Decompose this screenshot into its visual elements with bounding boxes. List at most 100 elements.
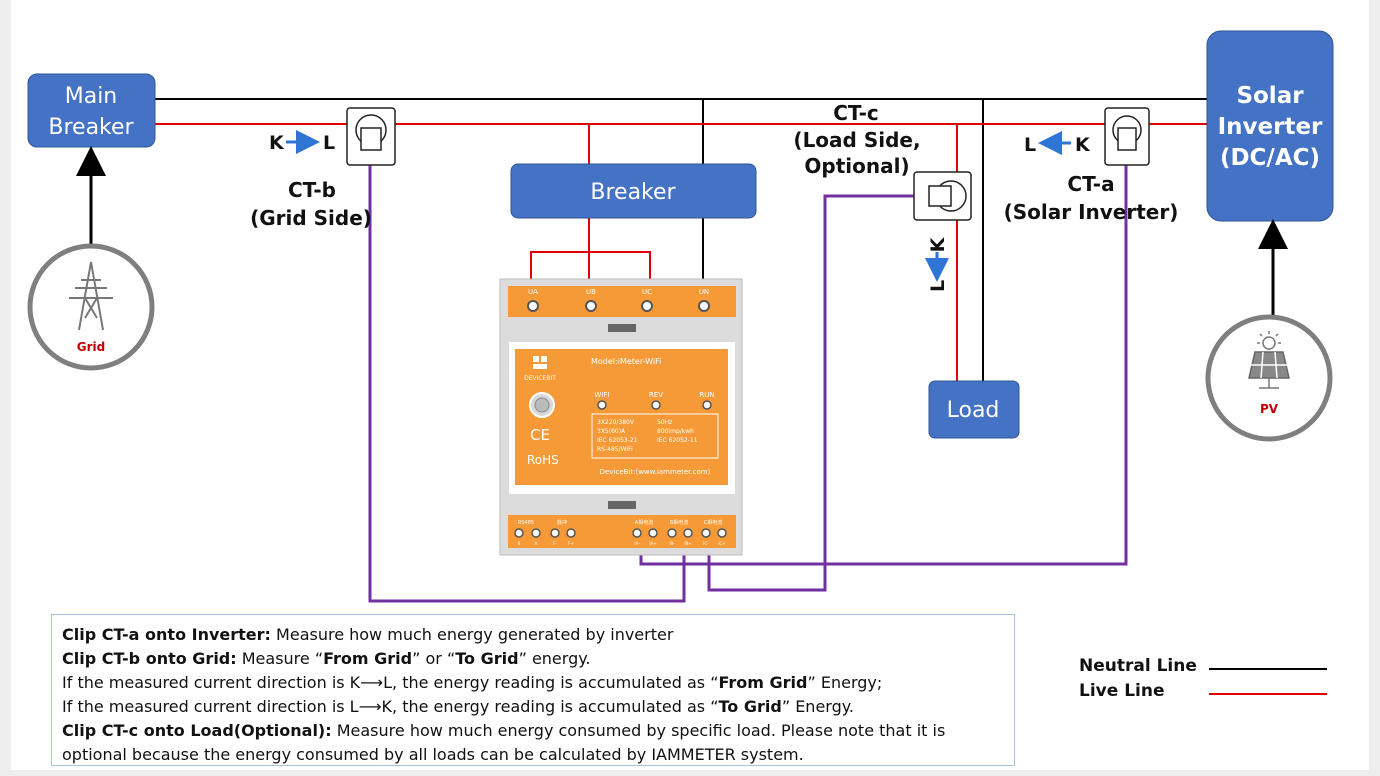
terminal-uc	[641, 300, 653, 312]
instructions-panel: Clip CT-a onto Inverter: Measure how muc…	[51, 614, 1015, 766]
solar-inverter-box: Solar Inverter (DC/AC)	[1206, 30, 1334, 222]
terminal-un	[698, 300, 710, 312]
ct-c-subtitle-1: (Load Side,	[793, 128, 920, 152]
pin-ib-minus-label: IB-	[669, 541, 675, 546]
meter-brand: DEVICEBIT	[524, 375, 556, 382]
solar-inverter-label-2: Inverter	[1218, 114, 1323, 140]
energy-meter: UA UB UC UN DEVICEBIT Model:iMeter-WiFi …	[499, 278, 743, 556]
ct-c-clamp	[913, 171, 972, 221]
ct-a-clamp	[1104, 107, 1150, 166]
led-run	[702, 400, 712, 410]
note-line-3: If the measured current direction is K⟶L…	[62, 673, 883, 692]
pin-f-plus-label: F+	[568, 541, 574, 546]
ct-b-clamp	[346, 107, 396, 166]
ct-a-dir-to: L	[1024, 134, 1036, 156]
terminal-uc-label: UC	[642, 288, 652, 296]
main-breaker-label-2: Breaker	[48, 115, 134, 140]
spec-voltage: 3X220/380V	[597, 419, 635, 426]
transmission-tower-icon	[69, 261, 113, 331]
pv-label: PV	[1260, 402, 1279, 416]
legend-live: Live Line	[1079, 681, 1339, 706]
load-box: Load	[928, 380, 1020, 439]
solar-inverter-label-1: Solar	[1236, 83, 1304, 109]
meter-website: DeviceBit:(www.iammeter.com)	[600, 468, 711, 476]
spec-current: 3X5(60)A	[597, 428, 626, 435]
spec-iec-1: IEC 62053-21	[597, 437, 638, 444]
pv-source: PV	[1205, 314, 1333, 442]
main-breaker-label-1: Main	[65, 84, 118, 109]
note-line-2: Clip CT-b onto Grid: Measure “From Grid”…	[62, 649, 591, 668]
pin-ib-plus	[683, 528, 693, 538]
pin-ic-minus	[701, 528, 711, 538]
ct-c-title: CT-c	[833, 101, 879, 125]
terminal-ua	[527, 300, 539, 312]
pin-ia-minus	[632, 528, 642, 538]
ct-b-title: CT-b	[288, 178, 336, 202]
pin-a	[531, 528, 541, 538]
live-wires	[155, 123, 1207, 381]
ct-b-dir-from: K	[269, 132, 285, 154]
pin-ic-plus	[717, 528, 727, 538]
spec-frequency: 50Hz	[657, 419, 672, 426]
solar-panel-icon	[1248, 331, 1290, 389]
meter-model: Model:iMeter-WiFi	[591, 357, 661, 366]
pin-a-label: A	[535, 541, 538, 546]
legend-neutral: Neutral Line	[1079, 656, 1339, 681]
ct-a-title: CT-a	[1067, 172, 1114, 196]
note-line-6: optional because the energy consumed by …	[62, 745, 804, 764]
pin-f-minus	[550, 528, 560, 538]
pin-ic-minus-label: IC-	[703, 541, 709, 546]
pin-b-label: B	[518, 541, 521, 546]
ct-c-dir-from: K	[927, 236, 949, 252]
legend-neutral-swatch	[1209, 668, 1327, 670]
load-label: Load	[947, 398, 1000, 423]
ct-signal-wires	[368, 165, 1128, 603]
pin-ia-plus-label: IA+	[649, 541, 656, 546]
ct-b-subtitle: (Grid Side)	[250, 206, 372, 230]
group-rs485-label: RS485	[518, 520, 534, 526]
spec-iec-2: IEC 62052-11	[657, 437, 698, 444]
grid-source: Grid	[27, 243, 155, 371]
pin-ia-plus	[648, 528, 658, 538]
legend-live-swatch	[1209, 693, 1327, 695]
led-wifi-label: WIFI	[594, 391, 609, 399]
neutral-wires	[155, 98, 1207, 381]
pin-ic-plus-label: IC+	[718, 541, 725, 546]
grid-label: Grid	[77, 340, 105, 354]
group-c-current-label: C相电流	[704, 519, 723, 526]
ct-b-dir-to: L	[323, 132, 335, 154]
led-run-label: RUN	[699, 391, 714, 399]
group-a-current-label: A相电流	[635, 519, 653, 526]
led-rev	[651, 400, 661, 410]
pin-f-minus-label: F-	[553, 541, 557, 546]
rohs-mark: RoHS	[527, 453, 559, 467]
pin-f-plus	[566, 528, 576, 538]
terminal-ub-label: UB	[586, 288, 596, 296]
pin-b	[514, 528, 524, 538]
spec-comm: RS-485/WiFi	[597, 446, 633, 453]
meter-reset-knob-icon	[529, 392, 555, 418]
pin-ib-minus	[667, 528, 677, 538]
terminal-ua-label: UA	[528, 288, 538, 296]
ce-mark: CE	[530, 426, 550, 444]
note-line-5: Clip CT-c onto Load(Optional): Measure h…	[62, 721, 946, 740]
group-b-current-label: B相电流	[670, 519, 688, 526]
wiring-diagram: Main Breaker Grid K L CT-b (Grid Side) B…	[11, 0, 1369, 770]
terminal-ub	[585, 300, 597, 312]
note-line-4: If the measured current direction is L⟶K…	[62, 697, 855, 716]
ct-c-subtitle-2: Optional)	[804, 154, 909, 178]
led-rev-label: REV	[649, 391, 663, 399]
ct-a-dir-from: K	[1075, 134, 1091, 156]
pin-ib-plus-label: IB+	[684, 541, 691, 546]
solar-inverter-label-3: (DC/AC)	[1220, 145, 1320, 171]
ct-c-dir-to: L	[927, 280, 949, 292]
legend-neutral-label: Neutral Line	[1079, 656, 1197, 676]
ct-a-subtitle: (Solar Inverter)	[1004, 200, 1179, 224]
spec-impulse: 800imp/kwh	[657, 428, 694, 435]
breaker-box: Breaker	[510, 163, 757, 219]
main-breaker-box: Main Breaker	[27, 73, 156, 148]
terminal-un-label: UN	[699, 288, 709, 296]
led-wifi	[597, 400, 607, 410]
devicebit-logo-icon	[533, 356, 547, 369]
breaker-label: Breaker	[590, 180, 676, 205]
